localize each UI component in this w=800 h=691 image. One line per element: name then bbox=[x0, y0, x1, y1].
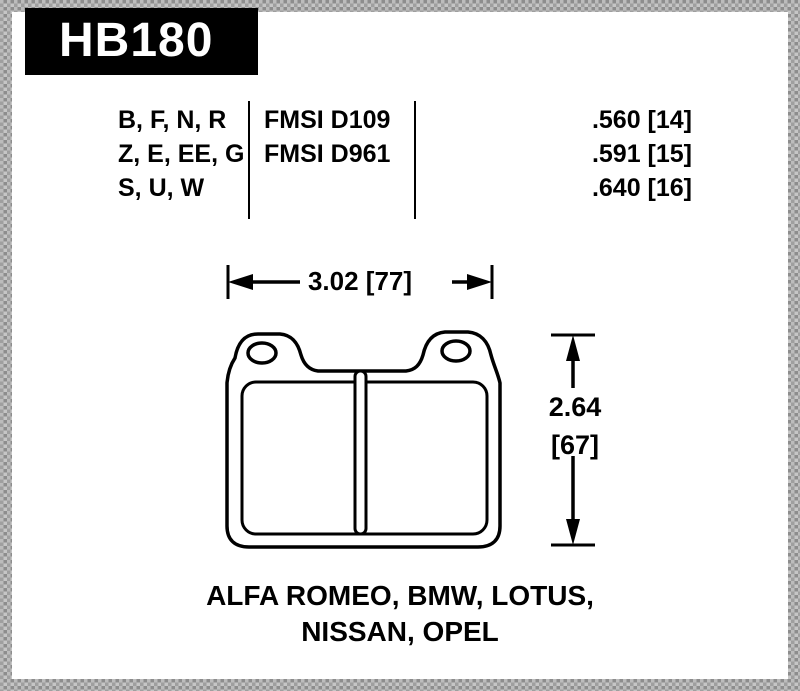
compound-row: Z, E, EE, G bbox=[118, 140, 245, 168]
compound-row: B, F, N, R bbox=[118, 106, 227, 134]
part-number-badge: HB180 bbox=[25, 8, 258, 75]
width-dimension-arrow bbox=[226, 265, 494, 299]
page-background bbox=[12, 12, 788, 679]
compound-codes-column: B, F, N, R Z, E, EE, G S, U, W bbox=[112, 101, 248, 219]
width-dimension-label: 3.02 [77] bbox=[307, 266, 413, 296]
right-ear-hole bbox=[440, 339, 472, 363]
applications-line-1: ALFA ROMEO, BMW, LOTUS, bbox=[206, 580, 594, 611]
fmsi-row: FMSI D109 bbox=[264, 106, 391, 134]
height-millimeters: [67] bbox=[550, 430, 599, 460]
pad-center-slot bbox=[353, 369, 368, 536]
height-dimension-label: 2.64 [67] bbox=[538, 388, 612, 464]
brake-pad-drawing bbox=[225, 330, 502, 549]
thickness-column: .560 [14] .591 [15] .640 [16] bbox=[416, 101, 700, 219]
thickness-row: .560 [14] bbox=[591, 106, 692, 134]
thickness-row: .640 [16] bbox=[591, 174, 692, 202]
spec-table: B, F, N, R Z, E, EE, G S, U, W FMSI D109… bbox=[112, 101, 702, 219]
compound-row: S, U, W bbox=[118, 174, 205, 202]
height-dimension-arrow bbox=[551, 333, 595, 547]
left-ear-hole bbox=[246, 341, 278, 365]
fmsi-column: FMSI D109 FMSI D961 bbox=[248, 101, 416, 219]
thickness-row: .591 [15] bbox=[591, 140, 692, 168]
height-inches: 2.64 bbox=[548, 392, 602, 422]
fmsi-row: FMSI D961 bbox=[264, 140, 391, 168]
applications-line-2: NISSAN, OPEL bbox=[301, 616, 499, 647]
